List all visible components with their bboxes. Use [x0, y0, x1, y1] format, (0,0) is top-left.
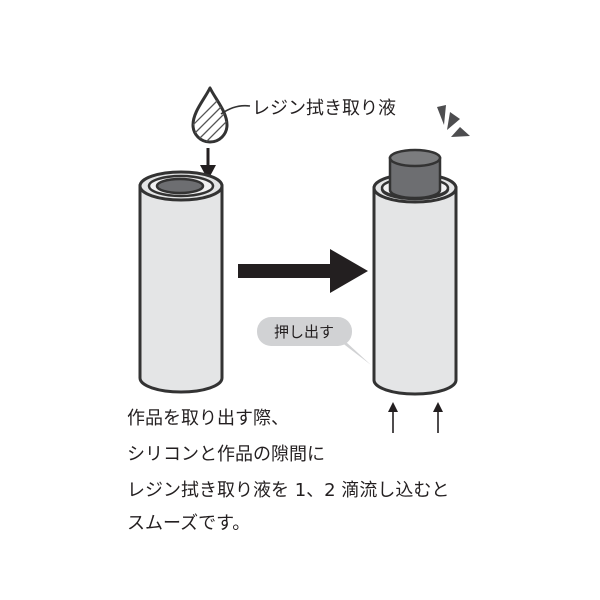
right-resin-piece [388, 148, 442, 200]
caption-line-4: スムーズです。 [127, 513, 250, 534]
left-silicone-tube [138, 170, 224, 394]
push-callout-bubble: 押し出す [257, 317, 371, 365]
drip-arrow-icon [200, 148, 216, 180]
resin-drop-icon [191, 86, 229, 144]
caption-line-3: レジン拭き取り液を 1、2 滴流し込むと [127, 480, 449, 501]
left-resin-piece [155, 177, 205, 195]
drop-leader-line [220, 104, 251, 115]
right-tube-front-lip [380, 188, 450, 201]
caption-line-2: シリコンと作品の隙間に [127, 444, 325, 465]
right-silicone-tube [372, 172, 458, 396]
push-up-arrow-left-icon [388, 402, 398, 433]
caption-line-1: 作品を取り出す際、 [127, 408, 289, 429]
drop-label: レジン拭き取り液 [252, 98, 396, 119]
push-label: 押し出す [274, 323, 334, 341]
transition-arrow-icon [238, 249, 368, 293]
push-up-arrow-right-icon [433, 402, 443, 433]
sparkle-icon [437, 105, 470, 137]
caption-paragraph: 作品を取り出す際、 シリコンと作品の隙間に レジン拭き取り液を 1、2 滴流し込… [127, 408, 449, 534]
